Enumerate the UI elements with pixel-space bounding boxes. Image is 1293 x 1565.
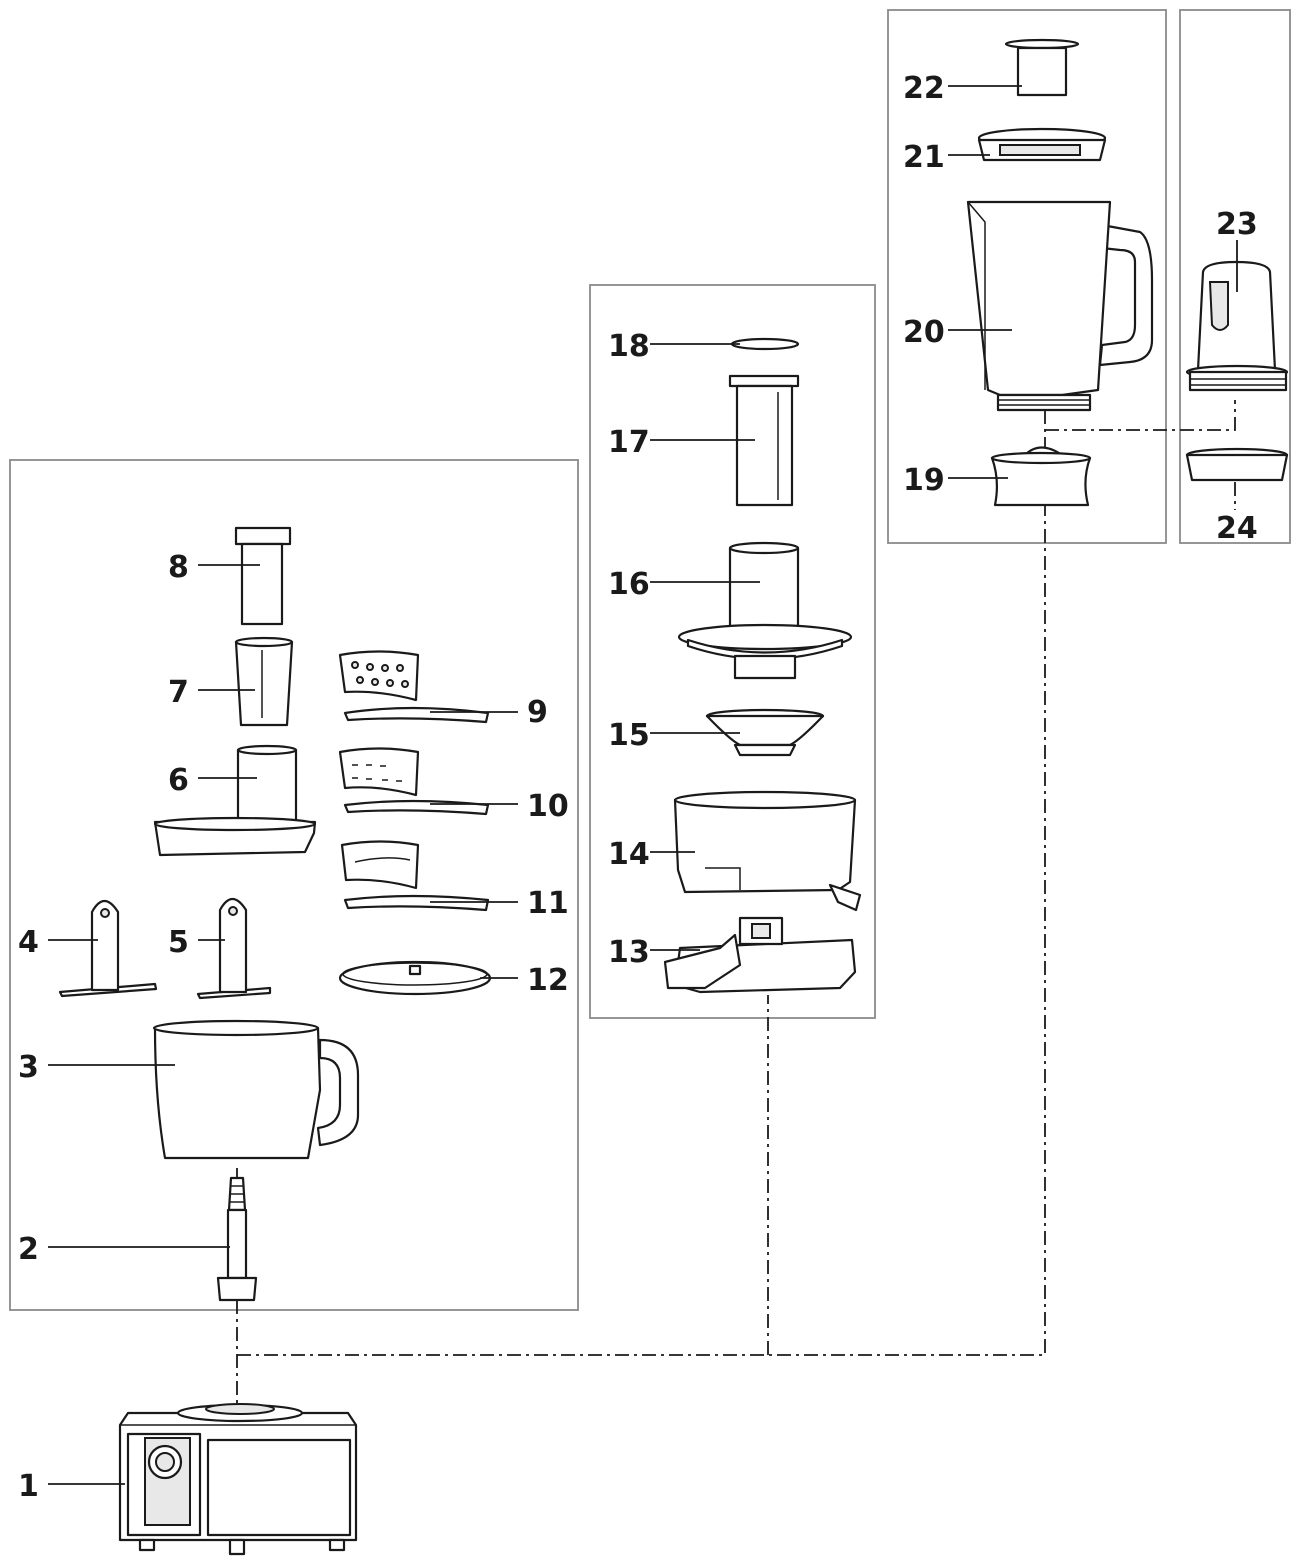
motor-base (118, 1403, 358, 1556)
part-label-8: 8 (168, 550, 189, 585)
disc-10 (338, 747, 490, 816)
part-label-9: 9 (527, 695, 548, 730)
part-label-2: 2 (18, 1232, 39, 1267)
part-label-7: 7 (168, 675, 189, 710)
blender-group-frame (887, 9, 1167, 544)
mill-group-frame (1179, 9, 1291, 544)
juicer-lid (677, 541, 853, 680)
mill-jar (1185, 260, 1289, 392)
chopping-blade-5 (196, 897, 272, 1000)
juicer-base (663, 916, 857, 994)
food-processor-group-frame (9, 459, 579, 1311)
part-label-1: 1 (18, 1469, 39, 1504)
drive-shaft (216, 1176, 258, 1302)
part-label-6: 6 (168, 763, 189, 798)
part-label-15: 15 (608, 718, 650, 753)
blender-blade-unit (990, 446, 1092, 507)
part-label-3: 3 (18, 1050, 39, 1085)
sealing-ring (730, 337, 800, 351)
blender-jar (966, 200, 1154, 412)
disc-holder (338, 960, 492, 996)
filter-cone (705, 708, 825, 757)
part-label-21: 21 (903, 140, 945, 175)
juicer-pusher (728, 374, 800, 507)
leader-lines (48, 85, 1238, 1485)
part-label-16: 16 (608, 567, 650, 602)
disc-11 (340, 840, 490, 912)
connection-line (237, 505, 1046, 1356)
food-pusher (234, 526, 292, 626)
part-label-20: 20 (903, 315, 945, 350)
part-label-11: 11 (527, 886, 569, 921)
part-label-18: 18 (608, 329, 650, 364)
chopping-blade-4 (58, 899, 158, 998)
processor-lid (153, 744, 317, 857)
processing-bowl (152, 1019, 360, 1160)
inner-pusher (234, 636, 294, 727)
measuring-cap (1004, 38, 1080, 97)
disc-9 (338, 650, 490, 724)
part-label-23: 23 (1216, 207, 1258, 242)
part-label-5: 5 (168, 925, 189, 960)
part-label-19: 19 (903, 463, 945, 498)
connection-line (1045, 400, 1236, 431)
part-label-4: 4 (18, 925, 39, 960)
juice-collector (673, 790, 862, 912)
part-label-10: 10 (527, 789, 569, 824)
part-label-14: 14 (608, 837, 650, 872)
part-label-12: 12 (527, 963, 569, 998)
juicer-group-frame (589, 284, 876, 1019)
mill-base (1185, 447, 1289, 482)
part-label-24: 24 (1216, 511, 1258, 546)
blender-lid (977, 127, 1107, 162)
part-label-13: 13 (608, 935, 650, 970)
part-label-22: 22 (903, 71, 945, 106)
part-label-17: 17 (608, 425, 650, 460)
